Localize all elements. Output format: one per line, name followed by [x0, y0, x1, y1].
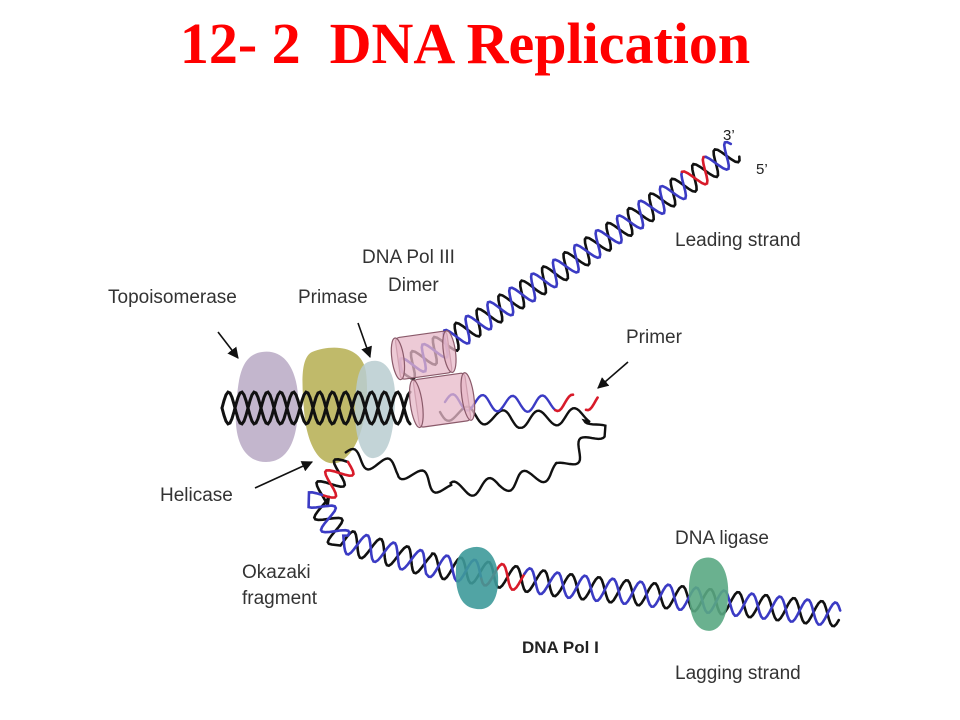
dna-strand-segment: [680, 155, 709, 186]
pol-iii-upper-cylinder: [390, 330, 457, 381]
primer-arrow: [597, 361, 629, 389]
dna-ligase-enzyme: [688, 557, 729, 631]
primase-enzyme: [354, 360, 396, 459]
leading-strand-label: Leading strand: [675, 230, 801, 251]
dna-strand-segment: [704, 140, 733, 172]
five-prime-label: 5’: [756, 161, 768, 178]
three-prime-label: 3’: [723, 127, 735, 144]
primer-label: Primer: [626, 327, 683, 348]
dna-strands: [220, 140, 842, 628]
dna-pol-iii-dimer: [390, 330, 476, 429]
primase-arrow: [357, 322, 372, 359]
helicase-enzyme: [302, 347, 367, 464]
pol-iii-lower-cylinder: [408, 372, 476, 429]
primase-label: Primase: [298, 287, 368, 308]
dna-pol-i-label: DNA Pol I: [522, 638, 599, 657]
topoisomerase-label: Topoisomerase: [108, 287, 237, 308]
dna-pol-iii-dimer-label: Dimer: [388, 275, 439, 296]
dna-strand-segment: [523, 566, 842, 626]
dna-strand-segment: [344, 405, 607, 497]
slide-title: 12- 2 DNA Replication: [179, 11, 751, 76]
dna-pol-i-enzyme: [455, 546, 499, 610]
okazaki-fragment-label-line2: fragment: [242, 588, 318, 609]
dna-strand-segment: [400, 147, 741, 381]
helicase-label: Helicase: [160, 485, 233, 506]
topoisomerase-enzyme: [235, 351, 299, 462]
dna-strand-segment: [307, 490, 483, 583]
dna-strand-segment: [554, 393, 575, 413]
dna-strand-segment: [584, 396, 599, 412]
lagging-strand-label: Lagging strand: [675, 663, 801, 684]
dna-strand-segment: [220, 390, 412, 426]
dna-ligase-label: DNA ligase: [675, 528, 769, 549]
dna-pol-iii-label: DNA Pol III: [362, 247, 455, 268]
okazaki-fragment-label-line1: Okazaki: [242, 562, 311, 583]
topoisomerase-arrow: [217, 331, 239, 359]
dna-strand-segment: [320, 460, 355, 499]
helicase-arrow: [254, 461, 314, 489]
